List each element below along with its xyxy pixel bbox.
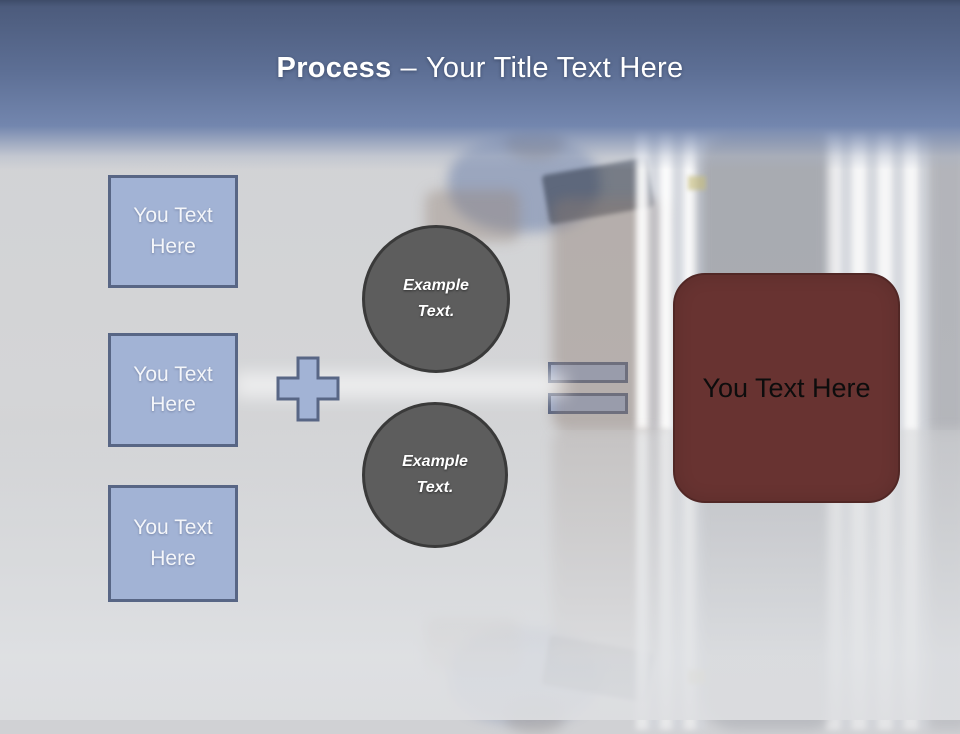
input-box-1[interactable]: You Text Here: [108, 175, 238, 288]
photo-chair-arm: [425, 618, 520, 670]
photo-chair: [552, 430, 668, 662]
example-circle-2[interactable]: Example Text.: [362, 402, 508, 548]
input-box-3[interactable]: You Text Here: [108, 485, 238, 602]
plus-icon: [276, 356, 340, 422]
plus-shape[interactable]: [276, 356, 340, 422]
example-circle-2-label: Example Text.: [402, 453, 468, 496]
result-box-label: You Text Here: [702, 372, 871, 403]
photo-tablet: [541, 157, 655, 225]
photo-person-head: [505, 126, 565, 158]
input-box-3-label: You Text Here: [133, 516, 213, 570]
equals-icon-bar-bottom[interactable]: [548, 393, 628, 414]
title-keyword: Process: [276, 52, 392, 84]
photo-right-edge-shadow: [928, 430, 960, 730]
title-band: [0, 0, 960, 170]
title-separator: –: [400, 52, 417, 84]
input-box-1-label: You Text Here: [133, 204, 213, 258]
photo-small-object: [688, 670, 706, 684]
result-box[interactable]: You Text Here: [673, 273, 900, 503]
title-text: Your Title Text Here: [425, 52, 684, 84]
slide-title: Process–Your Title Text Here: [0, 52, 960, 85]
photo-small-object: [688, 176, 706, 190]
photo-person-shirt: [448, 628, 600, 724]
input-box-2[interactable]: You Text Here: [108, 333, 238, 447]
example-circle-1-label: Example Text.: [403, 277, 469, 320]
photo-right-edge-shadow: [928, 130, 960, 430]
photo-tablet: [541, 635, 655, 703]
input-box-2-label: You Text Here: [133, 362, 213, 416]
equals-icon-bar-top[interactable]: [548, 362, 628, 383]
photo-person-shirt: [448, 136, 600, 232]
photo-person-head: [505, 702, 565, 734]
example-circle-1[interactable]: Example Text.: [362, 225, 510, 373]
